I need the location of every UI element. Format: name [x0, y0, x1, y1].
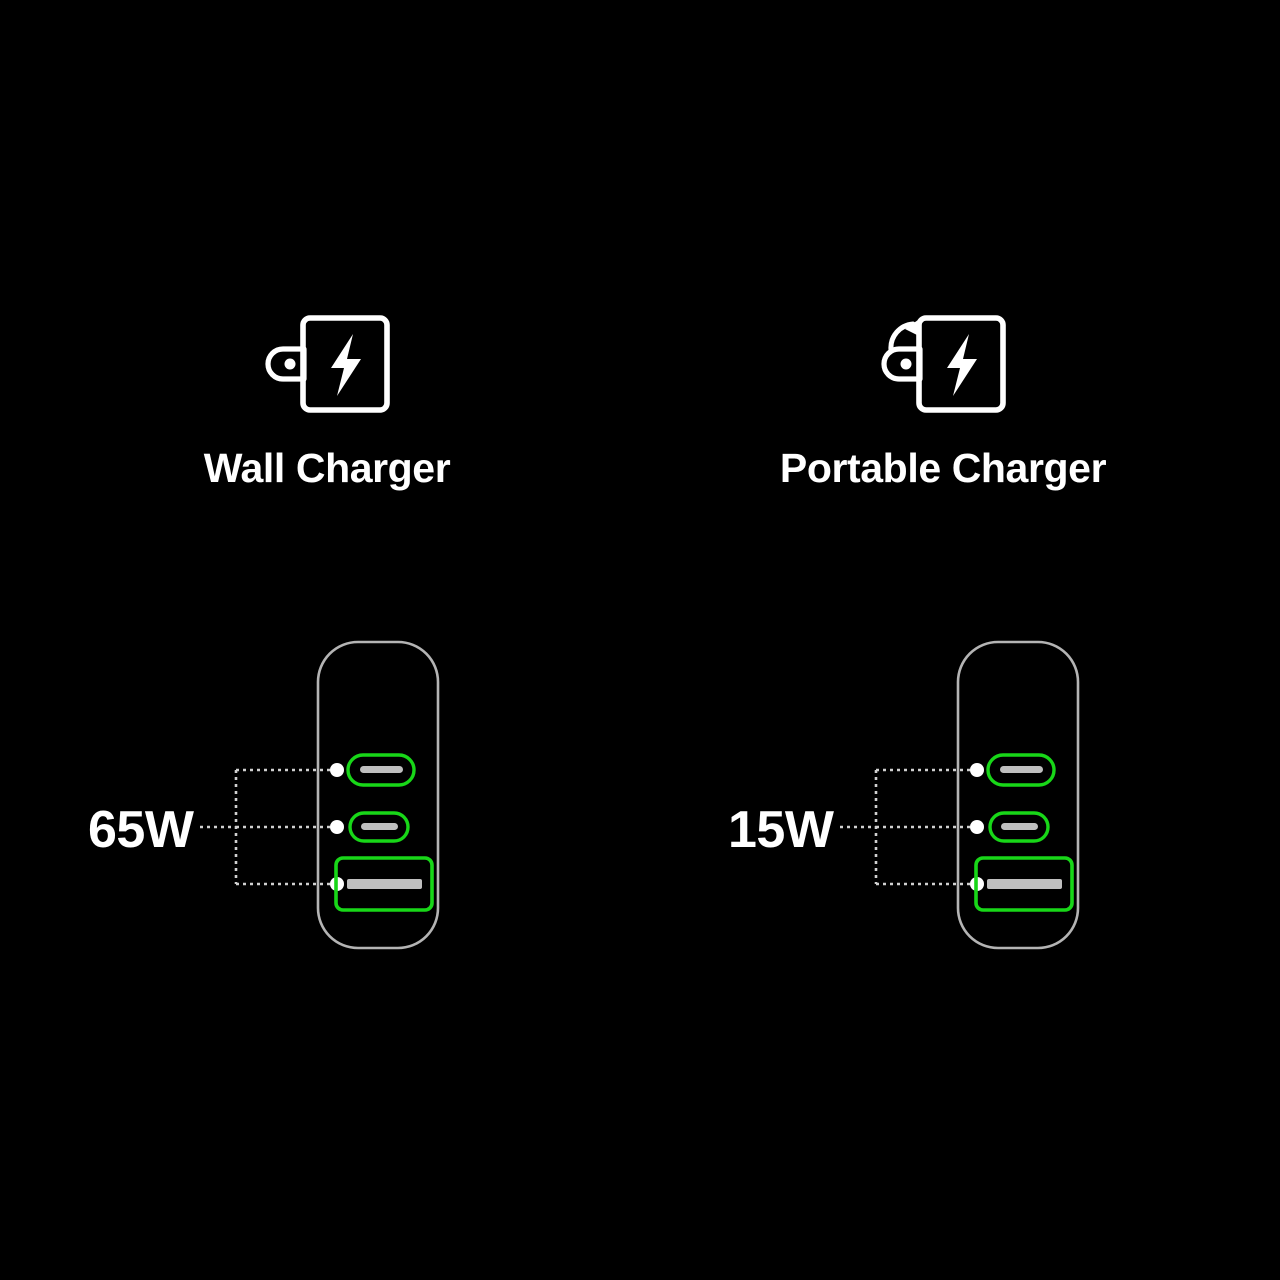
wall-charger-device-diagram — [0, 630, 640, 960]
portable-charger-wattage: 15W — [728, 801, 834, 859]
portable-charger-port-usb-c-2 — [988, 811, 1050, 843]
wall-charger-callout-bracket — [200, 768, 336, 886]
fold-rotate-arrow-icon — [888, 320, 919, 353]
portable-charger-callout-bracket — [840, 768, 976, 886]
portable-charger-column: Portable Charger 15W — [640, 0, 1280, 1280]
portable-charger-device-diagram — [640, 630, 1280, 960]
wall-charger-header: Wall Charger — [7, 312, 647, 489]
wall-charger-port-usb-c-2 — [348, 811, 410, 843]
wall-charger-device-svg — [200, 640, 440, 950]
wall-charger-icon — [265, 315, 390, 413]
portable-charger-icon — [881, 315, 1006, 413]
wall-charger-port-usb-c-1 — [346, 753, 416, 787]
wall-charger-title: Wall Charger — [203, 445, 451, 491]
portable-charger-device-svg — [840, 640, 1080, 950]
wall-charger-port-usb-a — [334, 856, 434, 912]
portable-charger-title: Portable Charger — [779, 445, 1107, 491]
portable-charger-port-usb-a — [974, 856, 1074, 912]
portable-charger-header: Portable Charger — [623, 312, 1263, 489]
wall-charger-column: Wall Charger 65W — [0, 315, 640, 960]
portable-charger-body-outline — [956, 640, 1080, 950]
wall-charger-wattage: 65W — [88, 801, 194, 859]
wall-charger-callout-dots — [330, 763, 344, 891]
portable-charger-callout-dots — [970, 763, 984, 891]
wall-charger-body-outline — [316, 640, 440, 950]
portable-charger-port-usb-c-1 — [986, 753, 1056, 787]
